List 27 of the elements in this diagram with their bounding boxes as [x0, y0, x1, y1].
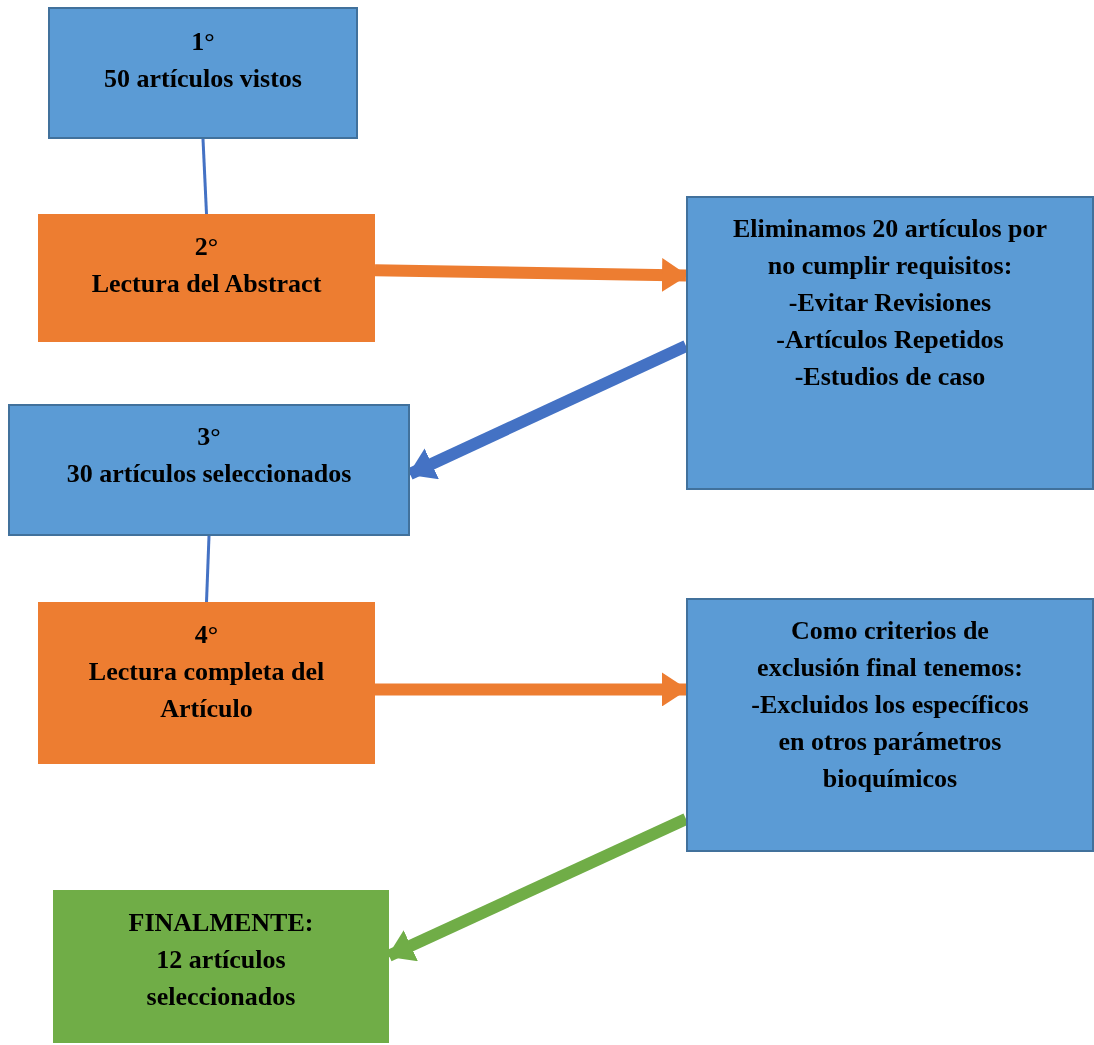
- box-text: FINALMENTE:: [128, 907, 314, 939]
- box-text: Como criterios de exclusión final tenemos:: [756, 615, 1024, 684]
- box-text: Lectura completa del Artículo: [87, 656, 326, 725]
- connector-line: [201, 138, 208, 215]
- process-box: [38, 602, 375, 764]
- box-text: -Excluidos los específicos en otros parámetros bioquímicos: [750, 689, 1030, 795]
- process-box: [38, 214, 375, 342]
- process-box: [48, 7, 358, 139]
- box-text: 30 artículos seleccionados: [66, 458, 352, 490]
- process-box: [8, 404, 410, 536]
- box-text: -Artículos Repetidos: [776, 324, 1004, 356]
- box-text: 50 artículos vistos: [104, 63, 302, 95]
- process-box: [686, 196, 1094, 490]
- process-box: [686, 598, 1094, 852]
- box-text: 1°: [191, 26, 215, 58]
- box-text: 4°: [194, 619, 219, 651]
- box-text: 3°: [197, 421, 221, 453]
- box-text: Lectura del Abstract: [91, 268, 322, 300]
- box-text: -Evitar Revisiones: [788, 287, 992, 319]
- arrow: [375, 672, 688, 707]
- arrow: [374, 258, 688, 292]
- connector-line: [205, 535, 211, 603]
- box-text: 12 artículos seleccionados: [145, 944, 297, 1013]
- process-box: [53, 890, 389, 1043]
- box-text: Eliminamos 20 artículos por no cumplir requisitos:: [731, 213, 1049, 282]
- box-text: 2°: [194, 231, 219, 263]
- box-text: -Estudios de caso: [794, 361, 986, 393]
